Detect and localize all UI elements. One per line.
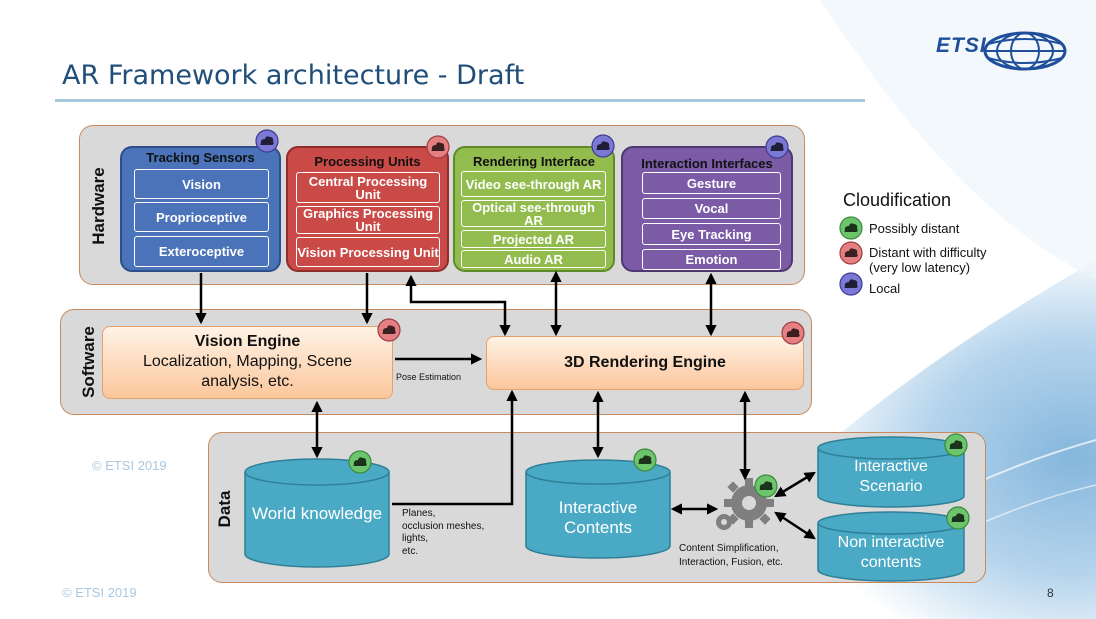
cloud-badge-scenario-distant [944,433,968,457]
arrow-gears-interactive-scenario [774,471,816,498]
page-number: 8 [1047,586,1054,600]
processing-units-title: Processing Units [314,154,421,169]
cloud-badge-interactive-contents-distant [633,448,657,472]
rendering-interface-title: Rendering Interface [472,154,596,169]
legend-item-possibly-distant: Possibly distant [869,221,960,236]
tracking-item-vision: Vision [134,169,269,199]
interaction-item-gesture: Gesture [642,172,781,194]
rendering-item-optical-see-through: Optical see-through AR [461,200,606,227]
world-knowledge-note-line: lights, [402,533,429,544]
interaction-interfaces-title: Interaction Interfaces [641,156,773,171]
cloud-badge-interaction-local [765,135,789,159]
arrow-processing-rendering-engine [405,274,511,337]
copyright-footer: © ETSI 2019 [62,585,137,600]
vision-engine-title: Vision Engine [194,333,301,350]
processing-item-vpu: Vision Processing Unit [296,237,440,267]
cloud-badge-tracking-local [255,129,279,153]
legend-swatch-difficult [839,241,863,265]
page-title: AR Framework architecture - Draft [62,60,525,91]
interactive-scenario-label: Interactive Scenario [854,458,928,495]
legend-swatch-possibly-distant [839,216,863,240]
non-interactive-contents-label: Non interactive contents [837,534,945,571]
processing-item-cpu: Central Processing Unit [296,172,440,203]
interaction-interfaces-group [621,146,793,272]
tracking-item-proprioceptive: Proprioceptive [134,202,269,232]
pose-estimation-label: Pose Estimation [396,372,462,382]
cloud-badge-rendering-engine-difficult [781,321,805,345]
world-knowledge-note-line: occlusion meshes, [402,520,485,532]
cloud-badge-vision-engine-difficult [377,318,401,342]
interaction-item-eye-tracking: Eye Tracking [642,223,781,245]
interactive-contents-cylinder [525,459,671,559]
content-processing-note-line: Interaction, Fusion, etc. [679,556,783,568]
cloud-badge-non-interactive-distant [946,506,970,530]
cloud-badge-processing-difficult [426,135,450,159]
processing-units-group [286,146,449,272]
vision-engine-description: Localization, Mapping, Scene analysis, e… [142,353,353,390]
interaction-item-emotion: Emotion [642,249,781,270]
gears-icon [716,478,774,530]
tracking-item-exteroceptive: Exteroceptive [134,236,269,267]
world-knowledge-label: World knowledge [251,504,383,523]
3d-rendering-engine: 3D Rendering Engine [486,336,804,390]
arrow-gears-non-interactive [774,511,816,540]
tracking-sensors-title: Tracking Sensors [146,150,255,165]
cloud-badge-gears-distant [754,474,778,498]
rendering-item-video-see-through: Video see-through AR [461,171,606,197]
cloud-badge-rendering-local [591,134,615,158]
world-knowledge-note-line: Planes, [402,508,436,519]
vision-engine: Vision Engine Localization, Mapping, Sce… [102,326,393,399]
legend-title: Cloudification [843,190,952,210]
content-processing-note: Content Simplification, Interaction, Fus… [679,542,783,569]
etsi-logo-globe-icon [983,31,1067,71]
processing-item-gpu: Graphics Processing Unit [296,206,440,234]
etsi-logo-text: ETSI [936,34,987,57]
legend-item-distant-with-difficulty: Distant with difficulty (very low latenc… [869,245,987,275]
non-interactive-contents-cylinder [817,511,965,582]
rendering-interface-group [453,146,615,272]
cloud-badge-world-knowledge-distant [348,450,372,474]
rendering-item-projected-ar: Projected AR [461,230,606,248]
legend-item-local: Local [869,281,901,296]
rendering-item-audio-ar: Audio AR [461,250,606,268]
world-knowledge-note: Planes, occlusion meshes, lights, etc. [402,508,484,558]
legend-swatch-local [839,272,863,296]
content-processing-note-line: Content Simplification, [679,543,779,554]
arrow-world-knowledge-to-rendering [392,389,518,506]
interaction-item-vocal: Vocal [642,198,781,219]
tracking-sensors-group [120,146,281,272]
title-underline [55,99,865,102]
world-knowledge-note-line: etc. [402,545,419,557]
copyright-inner: © ETSI 2019 [92,458,167,473]
interactive-contents-label: Interactive Contents [558,498,638,537]
